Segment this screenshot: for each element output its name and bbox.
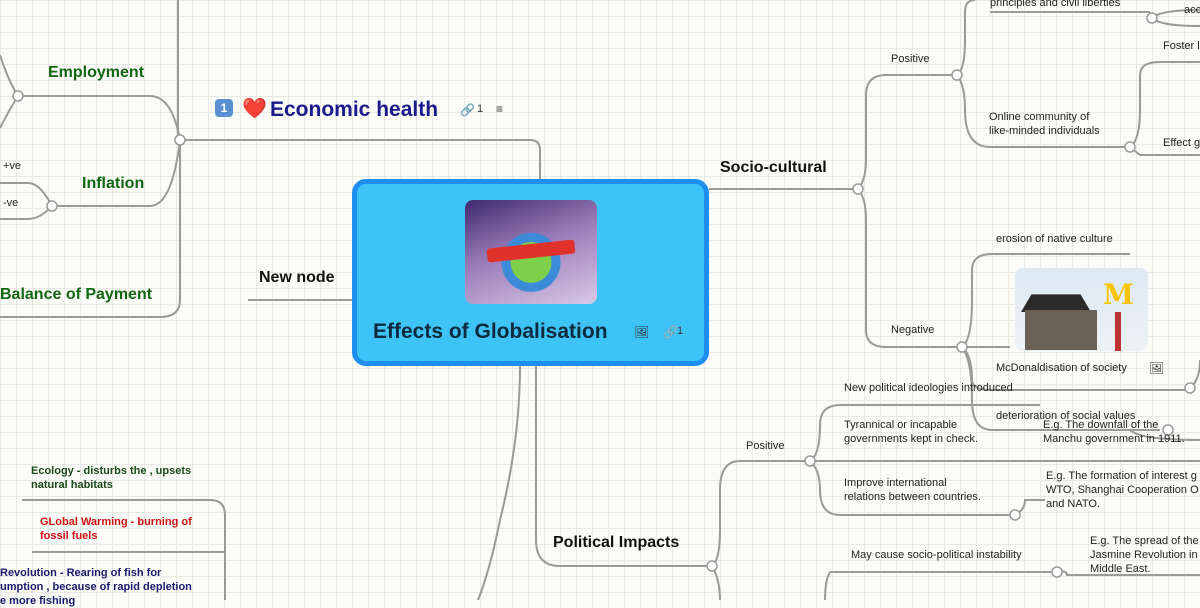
principles-collapse-dot	[1146, 12, 1158, 24]
political-impacts-node[interactable]: Political Impacts	[553, 534, 680, 551]
principles-node[interactable]: principles and civil liberties	[990, 0, 1121, 9]
revolution-line2[interactable]: umption , because of rapid depletion	[0, 581, 192, 593]
foster-node[interactable]: Foster l	[1163, 40, 1200, 52]
deterioration-node[interactable]: deterioration of social values	[996, 410, 1136, 422]
warming-line1[interactable]: GLobal Warming - burning of	[40, 516, 192, 528]
socio-negative-node[interactable]: Negative	[891, 324, 935, 336]
globalisation-image	[465, 200, 597, 304]
political-positive-node[interactable]: Positive	[746, 440, 785, 452]
inflation-node[interactable]: Inflation	[82, 175, 145, 192]
acc-node[interactable]: acc	[1184, 4, 1200, 16]
political-positive-collapse-dot	[804, 455, 816, 467]
tyrannical-line1[interactable]: Tyrannical or incapable	[844, 419, 958, 431]
jasmine-line2[interactable]: Jasmine Revolution in	[1090, 549, 1198, 561]
mcdonalds-image: M	[1015, 268, 1148, 351]
employment-node[interactable]: Employment	[48, 64, 145, 81]
jasmine-line1[interactable]: E.g. The spread of the	[1090, 535, 1199, 547]
inflation-collapse-dot	[46, 200, 58, 212]
revolution-line3[interactable]: e more fishing	[0, 595, 76, 607]
mcdonald-collapse-dot	[1184, 382, 1196, 394]
central-link-count: 1	[677, 325, 684, 337]
improve-line2[interactable]: relations between countries.	[844, 491, 981, 503]
employment-collapse-dot	[12, 90, 24, 102]
economic-link-count: 1	[477, 103, 484, 115]
heart-icon: ❤️	[242, 98, 267, 120]
online-community-line2[interactable]: like-minded individuals	[989, 125, 1100, 137]
instability-node[interactable]: May cause socio-political instability	[851, 549, 1022, 561]
ecology-line1[interactable]: Ecology - disturbs the , upsets	[31, 465, 192, 477]
link-icon[interactable]: 🔗	[663, 325, 678, 339]
priority-badge: 1	[215, 99, 233, 117]
mcdonaldisation-node[interactable]: McDonaldisation of society	[996, 362, 1127, 374]
economic-collapse-dot	[174, 134, 186, 146]
online-collapse-dot	[1124, 141, 1136, 153]
online-community-line1[interactable]: Online community of	[989, 111, 1090, 123]
inflation-negative[interactable]: -ve	[3, 197, 19, 209]
image-icon[interactable]: 🖼	[634, 325, 650, 339]
wto-line2[interactable]: WTO, Shanghai Cooperation O	[1046, 484, 1199, 496]
improve-line1[interactable]: Improve international	[844, 477, 947, 489]
wto-line3[interactable]: and NATO.	[1046, 498, 1101, 510]
central-topic[interactable]: Effects of Globalisation 🖼 🔗 1	[352, 179, 709, 366]
revolution-line1[interactable]: Revolution - Rearing of fish for	[0, 567, 162, 579]
socio-positive-node[interactable]: Positive	[891, 53, 930, 65]
image-icon[interactable]: 🖼	[1149, 361, 1165, 375]
instability-collapse-dot	[1051, 566, 1063, 578]
central-topic-title: Effects of Globalisation	[373, 320, 608, 343]
tyrannical-line2[interactable]: governments kept in check.	[844, 433, 978, 445]
socio-cultural-node[interactable]: Socio-cultural	[720, 159, 827, 176]
erosion-node[interactable]: erosion of native culture	[996, 233, 1113, 245]
socio-positive-collapse-dot	[951, 69, 963, 81]
balance-of-payment-node[interactable]: Balance of Payment	[0, 286, 153, 303]
wto-line1[interactable]: E.g. The formation of interest g	[1046, 470, 1197, 482]
jasmine-line3[interactable]: Middle East.	[1090, 563, 1151, 575]
socio-collapse-dot	[852, 183, 864, 195]
deterioration-collapse-dot	[1162, 424, 1174, 436]
inflation-positive[interactable]: +ve	[3, 160, 22, 172]
effect-node[interactable]: Effect g	[1163, 137, 1200, 149]
ecology-line2[interactable]: natural habitats	[31, 479, 113, 491]
new-node[interactable]: New node	[259, 269, 335, 286]
notes-icon[interactable]: ≡	[496, 102, 504, 116]
manchu-line2[interactable]: Manchu government in 1911.	[1043, 433, 1185, 445]
economic-health-title[interactable]: Economic health	[270, 98, 439, 121]
warming-line2[interactable]: fossil fuels	[40, 530, 98, 542]
ideologies-node[interactable]: New political ideologies introduced	[844, 382, 1013, 394]
improve-collapse-dot	[1009, 509, 1021, 521]
attachment-icon[interactable]: 🔗	[460, 103, 475, 117]
manchu-line1[interactable]: E.g. The downfall of the	[1043, 419, 1159, 431]
socio-negative-collapse-dot	[956, 341, 968, 353]
political-collapse-dot	[706, 560, 718, 572]
